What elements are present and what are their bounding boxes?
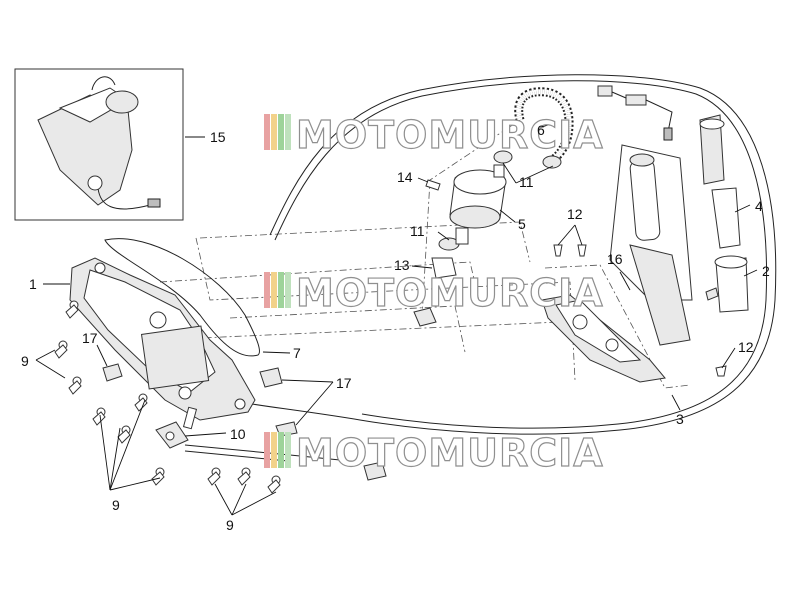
cap-part-2 xyxy=(705,255,749,313)
coupling-part-13 xyxy=(413,257,457,327)
callout-4: 4 xyxy=(755,198,763,214)
callout-15: 15 xyxy=(210,129,226,145)
callout-6: 6 xyxy=(537,122,545,138)
pump-bracket-part-16 xyxy=(609,144,693,346)
callout-11-top: 11 xyxy=(519,174,534,190)
gasket-ring-part-7 xyxy=(104,238,260,357)
watermark-top: MOTOMURCIA xyxy=(264,112,604,158)
watermark-bottom: MOTOMURCIA xyxy=(264,430,604,476)
callout-labels: 1 2 3 4 5 6 7 9 9 9 10 11 11 12 12 13 14… xyxy=(21,122,770,533)
callout-7: 7 xyxy=(293,345,301,361)
callout-16: 16 xyxy=(607,251,623,267)
screws-part-9-right xyxy=(207,467,281,494)
flange-plate-part-1 xyxy=(69,257,256,421)
callout-1: 1 xyxy=(29,276,37,292)
callout-9-bottom-left: 9 xyxy=(112,497,120,513)
callout-9-bottom-right: 9 xyxy=(226,517,234,533)
callout-5: 5 xyxy=(518,216,526,232)
hose-part-6 xyxy=(514,87,574,167)
screws-part-9-left xyxy=(54,300,165,486)
callout-10: 10 xyxy=(230,426,246,442)
callout-13: 13 xyxy=(394,257,410,273)
callout-11-middle: 11 xyxy=(410,223,425,239)
callout-3: 3 xyxy=(676,411,684,427)
watermark-middle: MOTOMURCIA xyxy=(264,270,604,316)
callout-2: 2 xyxy=(762,263,770,279)
watermark-text: MOTOMURCIA xyxy=(296,271,604,315)
wiring-connectors xyxy=(597,85,673,141)
inset-assembled-pump xyxy=(14,68,184,221)
screw-part-14 xyxy=(425,179,441,191)
filter-sleeve-part-4 xyxy=(699,114,741,249)
callout-17-left: 17 xyxy=(82,330,98,346)
leader-lines xyxy=(35,124,758,516)
watermark-text: MOTOMURCIA xyxy=(296,113,604,157)
retaining-clips-part-17 xyxy=(102,363,387,481)
watermark-text: MOTOMURCIA xyxy=(296,431,604,475)
tank-outline xyxy=(229,74,777,435)
fuel-filter-part-5 xyxy=(449,164,507,245)
callout-9-left: 9 xyxy=(21,353,29,369)
callout-12-right: 12 xyxy=(738,339,754,355)
pump-base-plate-part-3 xyxy=(541,294,666,383)
screws-part-12 xyxy=(553,244,727,377)
callout-17-right: 17 xyxy=(336,375,352,391)
hose-clamps-part-11 xyxy=(438,150,562,251)
callout-14: 14 xyxy=(397,169,413,185)
callout-12-top: 12 xyxy=(567,206,583,222)
